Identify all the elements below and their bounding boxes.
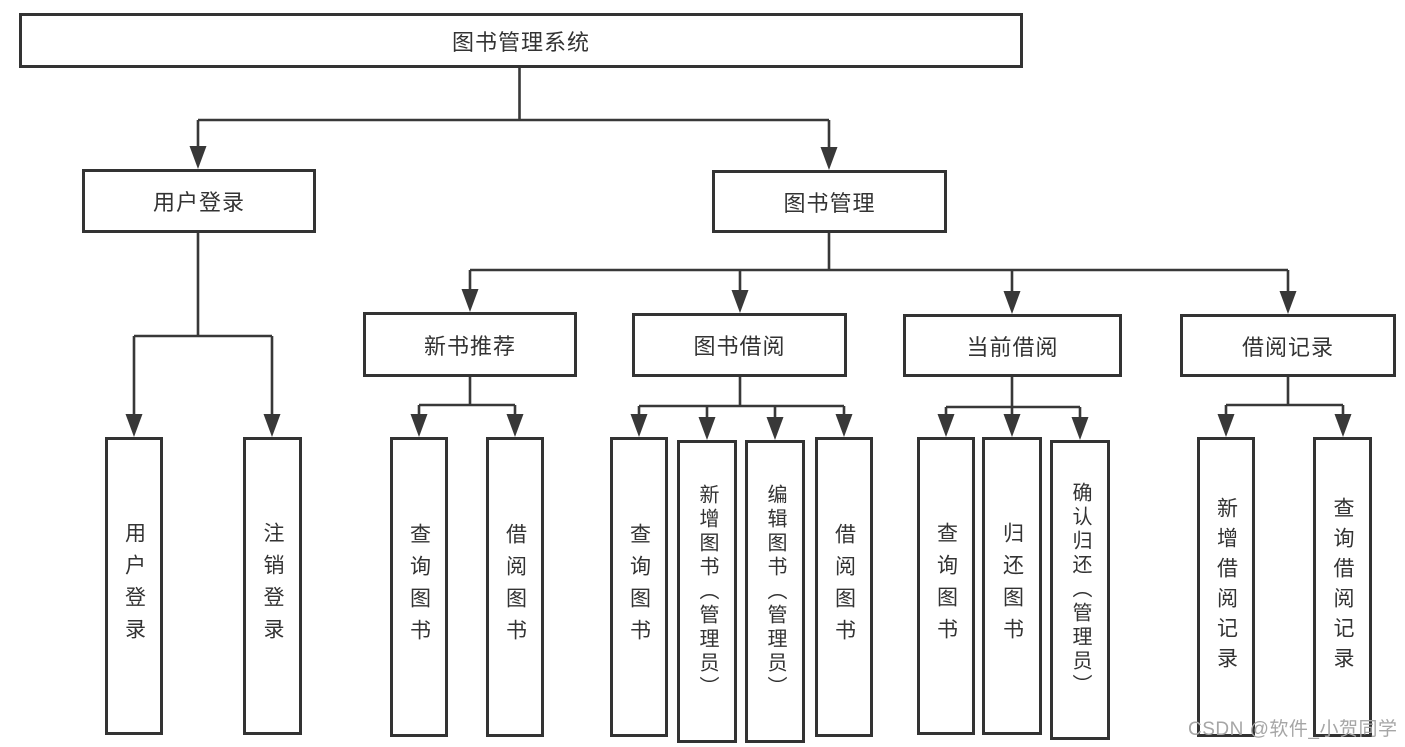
leaf-label: 新增图书（管理员） (696, 483, 718, 700)
connector-borrow-records-children (1224, 377, 1345, 418)
node-current-borrowing: 当前借阅 (903, 314, 1122, 377)
leaf-label: 查询图书 (407, 523, 431, 651)
leaf-label: 注销登录 (261, 522, 284, 650)
node-book-management: 图书管理 (712, 170, 947, 233)
node-book-borrowing: 图书借阅 (632, 313, 847, 377)
connector-current-borrow-children (944, 377, 1082, 421)
node-label: 图书借阅 (693, 334, 786, 359)
leaf-query-books-2: 查询图书 (610, 437, 668, 737)
node-borrowing-records: 借阅记录 (1180, 314, 1396, 377)
leaf-label: 查询借阅记录 (1331, 497, 1354, 677)
leaf-query-books-1: 查询图书 (390, 437, 448, 737)
node-label: 用户登录 (152, 190, 245, 215)
leaf-logout: 注销登录 (243, 437, 302, 735)
leaf-label: 新增借阅记录 (1214, 497, 1238, 677)
leaf-label: 确认归还（管理员） (1069, 482, 1091, 698)
leaf-add-borrow-record: 新增借阅记录 (1197, 437, 1255, 737)
leaf-edit-books-admin: 编辑图书（管理员） (745, 440, 805, 743)
connector-lines (132, 68, 1345, 421)
leaf-label: 借阅图书 (832, 523, 856, 651)
node-label: 图书管理系统 (451, 29, 590, 55)
csdn-watermark: CSDN @软件_小贺同学 (1188, 719, 1398, 740)
leaf-label: 查询图书 (627, 523, 651, 651)
leaf-query-borrow-record: 查询借阅记录 (1313, 437, 1372, 737)
node-library-management-system: 图书管理系统 (19, 13, 1023, 68)
node-user-login: 用户登录 (82, 169, 316, 233)
leaf-label: 编辑图书（管理员） (764, 483, 786, 700)
leaf-label: 查询图书 (934, 522, 958, 650)
connector-book-borrow-children (637, 377, 846, 421)
leaf-label: 借阅图书 (503, 523, 527, 651)
leaf-add-books-admin: 新增图书（管理员） (677, 440, 737, 743)
node-label: 当前借阅 (966, 334, 1059, 360)
leaf-label: 归还图书 (1000, 522, 1024, 650)
node-label: 新书推荐 (423, 333, 516, 359)
connector-user-login-children (132, 233, 274, 418)
connector-book-mgmt-children (468, 233, 1290, 295)
connector-new-book-children (417, 377, 517, 418)
leaf-confirm-return-admin: 确认归还（管理员） (1050, 440, 1110, 740)
connector-root-to-level1 (196, 68, 831, 151)
leaf-query-books-3: 查询图书 (917, 437, 975, 735)
leaf-return-books: 归还图书 (982, 437, 1042, 735)
node-label: 图书管理 (783, 190, 876, 216)
leaf-borrow-books-1: 借阅图书 (486, 437, 544, 737)
leaf-label: 用户登录 (122, 522, 146, 650)
node-label: 借阅记录 (1241, 334, 1334, 360)
arrowhead-icons (125, 146, 1352, 440)
node-new-book-recommend: 新书推荐 (363, 312, 577, 377)
leaf-user-login: 用户登录 (105, 437, 163, 735)
leaf-borrow-books-2: 借阅图书 (815, 437, 873, 737)
